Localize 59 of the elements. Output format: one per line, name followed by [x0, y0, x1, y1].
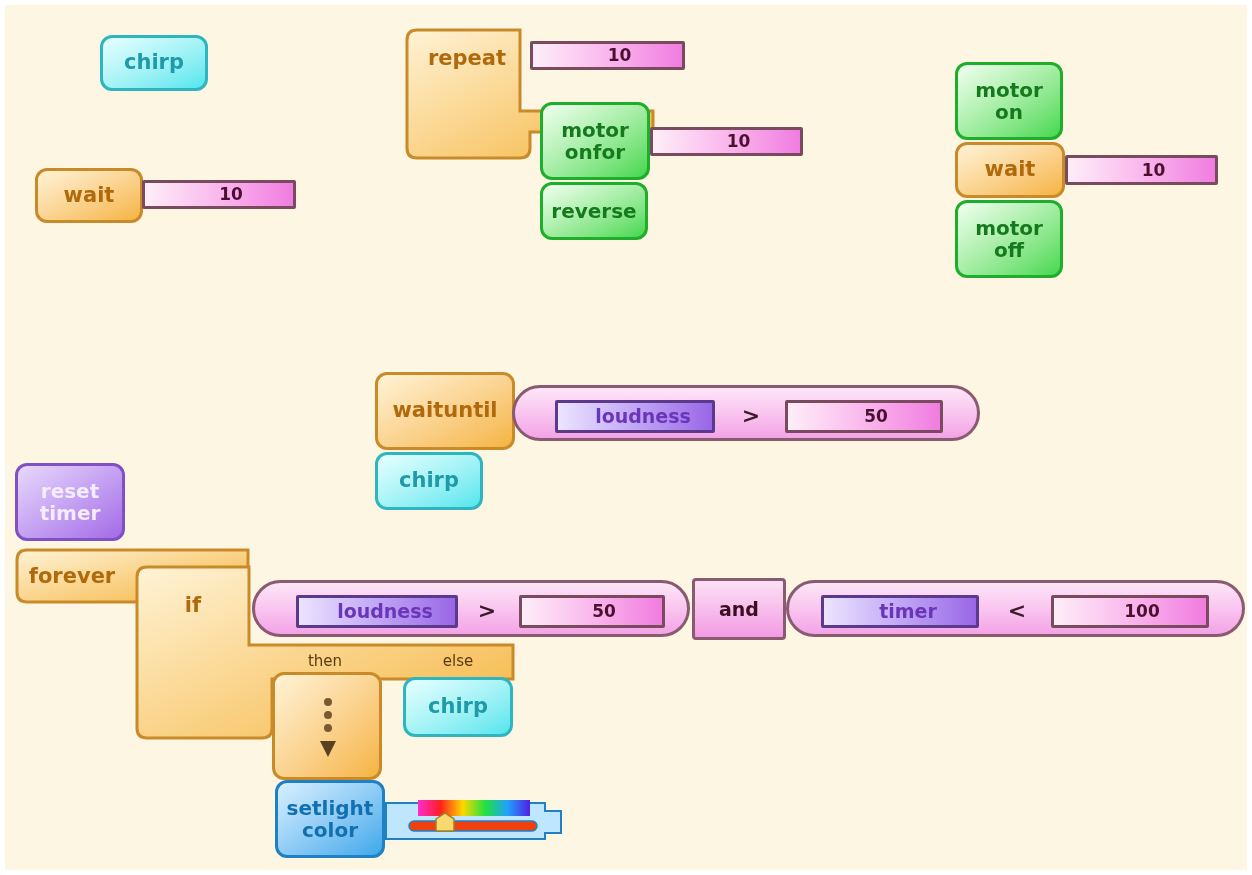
block-label: 10	[606, 46, 632, 65]
block-label: loudness	[594, 406, 691, 427]
block-label: chirp	[399, 469, 459, 493]
placeholder-block	[272, 672, 382, 780]
block-label: >	[741, 405, 761, 427]
number-input	[530, 41, 685, 70]
block-label: <	[1007, 600, 1027, 622]
block-label: reset timer	[39, 480, 101, 524]
block-label: motor on	[975, 79, 1043, 123]
sensor-block	[555, 400, 715, 433]
command-block	[35, 168, 143, 223]
block-label: 100	[1123, 602, 1160, 621]
block-label: motor off	[975, 217, 1043, 261]
block-label: wait	[984, 158, 1036, 182]
logic-block	[692, 578, 786, 640]
number-input	[1051, 595, 1209, 628]
block-label: waituntil	[392, 399, 498, 423]
block-label: chirp	[124, 51, 184, 75]
block-label: 50	[863, 407, 888, 426]
branch-label: else	[442, 653, 474, 669]
block-label: wait	[63, 183, 115, 208]
command-block	[540, 102, 650, 180]
command-block	[540, 182, 648, 240]
block-label: setlight color	[286, 797, 374, 841]
block-label: motor onfor	[561, 119, 629, 163]
block-label: 50	[591, 602, 616, 621]
sensor-block	[821, 595, 979, 628]
block-label: repeat	[427, 47, 507, 69]
sensor-block	[296, 595, 458, 628]
condition-block	[135, 565, 515, 740]
command-block	[403, 677, 513, 737]
number-input	[142, 180, 296, 209]
number-input	[785, 400, 943, 433]
comparison-block	[786, 580, 1245, 637]
number-input	[1065, 155, 1218, 185]
command-block	[375, 452, 483, 510]
command-block	[955, 200, 1063, 278]
block-label: chirp	[428, 695, 488, 719]
number-input	[519, 595, 665, 628]
command-block	[955, 142, 1065, 198]
block-label: and	[719, 598, 759, 620]
block-label: timer	[878, 601, 937, 622]
block-label: if	[184, 594, 202, 616]
block-label: 10	[218, 185, 243, 204]
number-input	[650, 127, 803, 156]
block-label: loudness	[336, 601, 433, 622]
command-block	[275, 780, 385, 858]
comparison-block	[252, 580, 690, 637]
block-label: reverse	[551, 200, 637, 222]
command-block	[15, 463, 125, 541]
comparison-block	[512, 385, 980, 441]
block-label: 10	[725, 132, 751, 151]
block-label: 10	[1140, 160, 1166, 180]
command-block	[100, 35, 208, 91]
command-block	[375, 372, 515, 450]
command-block	[955, 62, 1063, 140]
block-label: >	[477, 600, 497, 622]
branch-label: then	[307, 653, 343, 669]
block-label: forever	[28, 565, 116, 587]
